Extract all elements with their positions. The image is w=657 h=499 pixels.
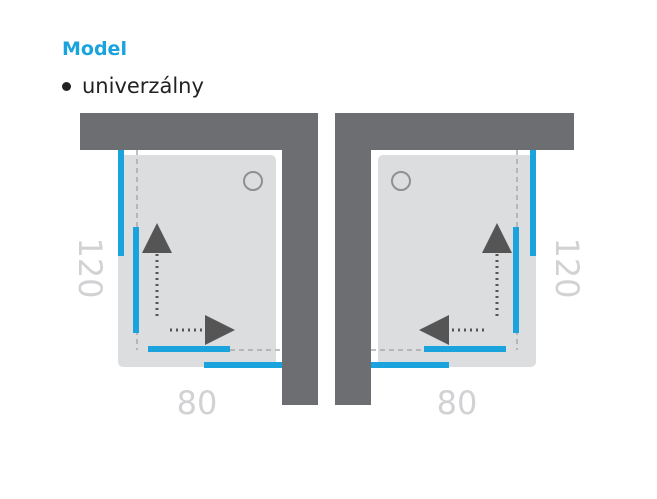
fixed-side-panel: [530, 150, 536, 256]
wall: [335, 113, 574, 405]
width-dimension: 80: [437, 384, 478, 422]
wall: [80, 113, 318, 405]
bullet-icon: [62, 81, 71, 91]
depth-dimension: 120: [71, 237, 109, 298]
sliding-side-panel: [133, 227, 139, 333]
fixed-front-panel: [204, 362, 282, 368]
model-heading: Model: [62, 38, 127, 60]
shower-tray: [378, 155, 536, 367]
sliding-front-panel: [424, 346, 506, 352]
model-bullet-item: univerzálny: [62, 74, 204, 98]
left-variant: 120 80: [71, 113, 318, 422]
shower-tray: [118, 155, 276, 367]
fixed-side-panel: [118, 150, 124, 256]
depth-dimension: 120: [548, 237, 586, 298]
drain-icon: [243, 171, 263, 191]
sliding-front-panel: [148, 346, 230, 352]
fixed-front-panel: [371, 362, 449, 368]
model-value: univerzálny: [82, 74, 204, 98]
sliding-side-panel: [513, 227, 519, 333]
width-dimension: 80: [177, 384, 218, 422]
drain-icon: [391, 171, 411, 191]
right-variant: 120 80: [335, 113, 586, 422]
